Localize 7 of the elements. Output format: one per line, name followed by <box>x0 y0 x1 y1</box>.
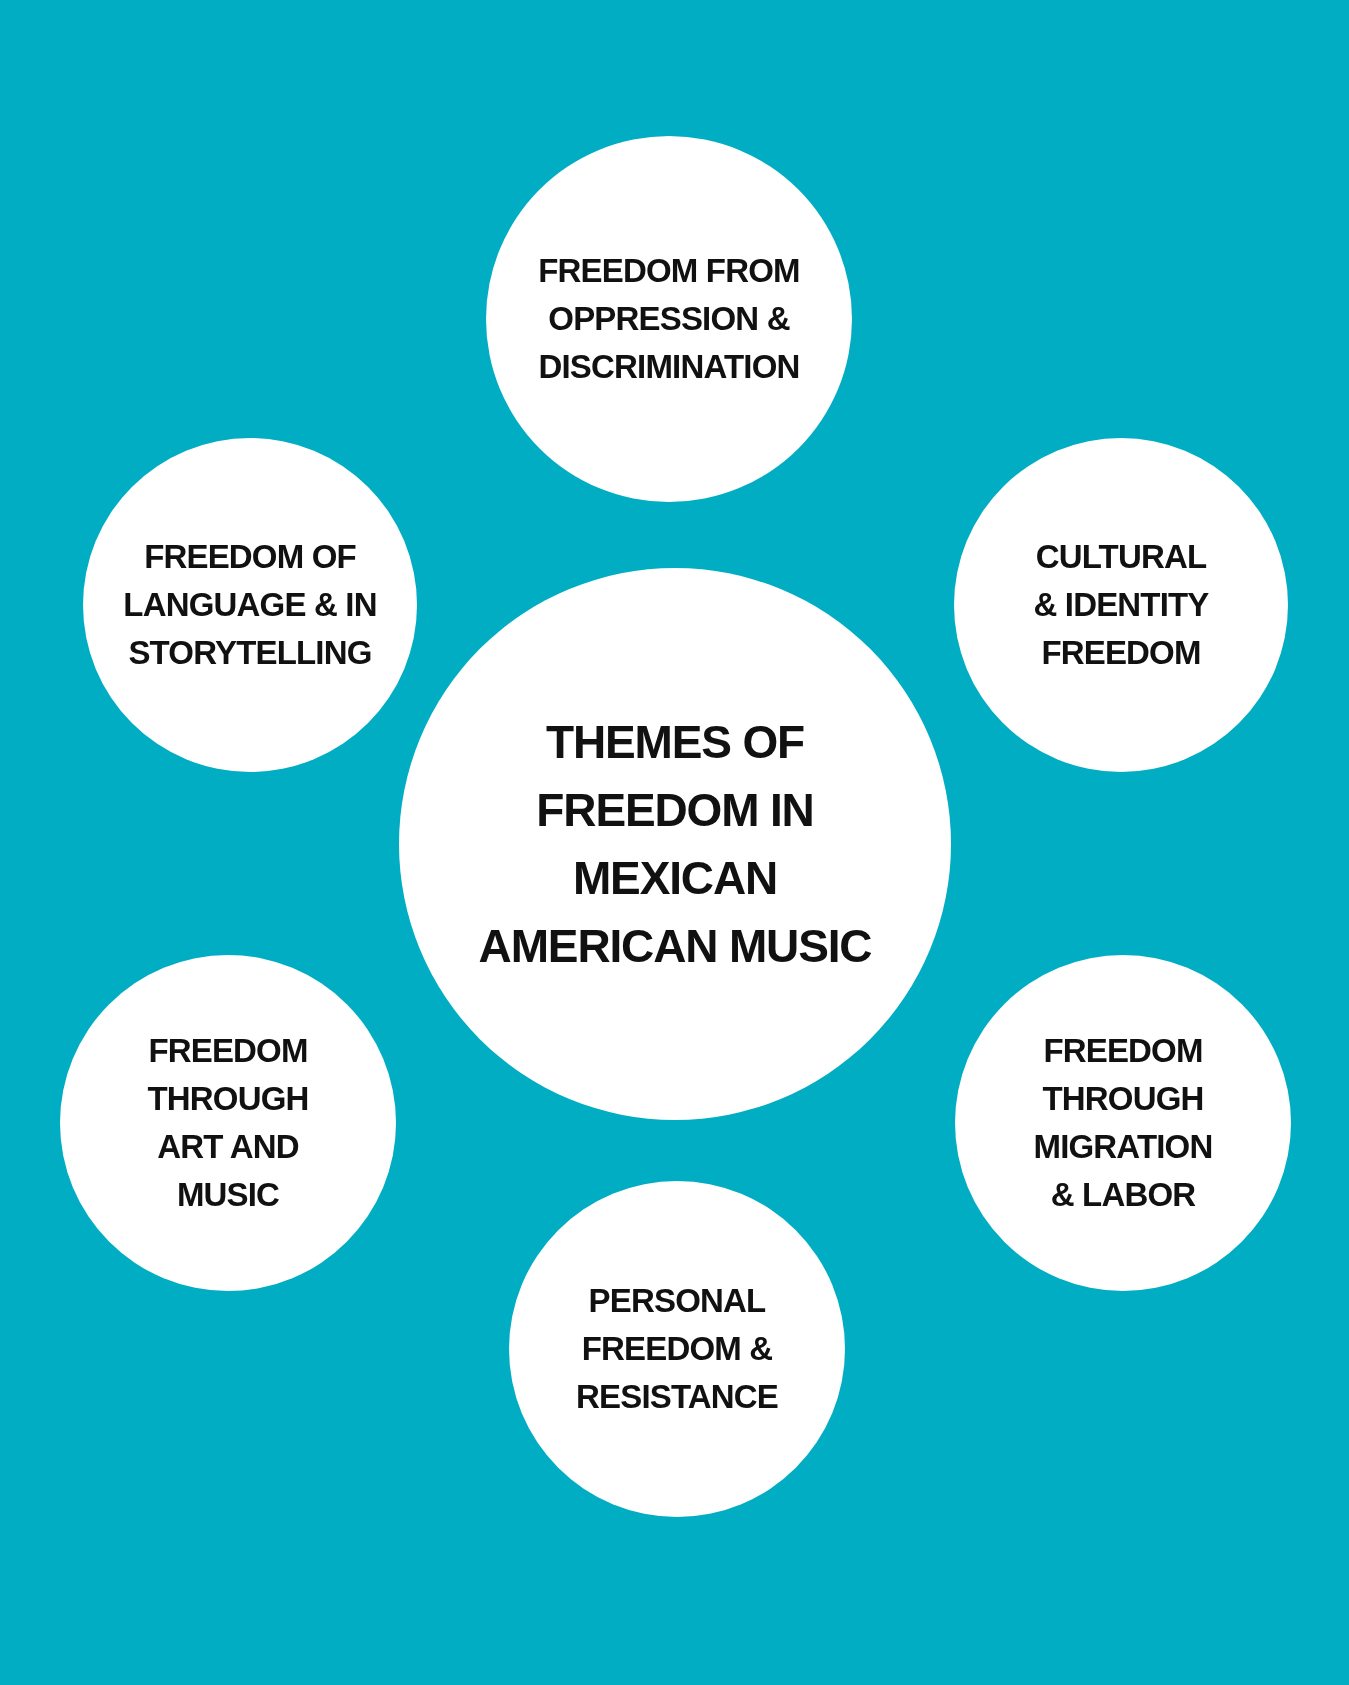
theme-label: FREEDOM OF LANGUAGE & IN STORYTELLING <box>122 537 378 673</box>
theme-label: FREEDOM FROM OPPRESSION & DISCRIMINATION <box>537 251 801 387</box>
theme-label: FREEDOM THROUGH ART AND MUSIC <box>146 1031 310 1215</box>
central-theme-title: THEMES OF FREEDOM IN MEXICAN AMERICAN MUSIC <box>477 715 873 974</box>
theme-label: FREEDOM THROUGH MIGRATION & LABOR <box>1032 1031 1214 1215</box>
theme-label: CULTURAL & IDENTITY FREEDOM <box>1032 537 1210 673</box>
theme-label: PERSONAL FREEDOM & RESISTANCE <box>575 1281 779 1417</box>
